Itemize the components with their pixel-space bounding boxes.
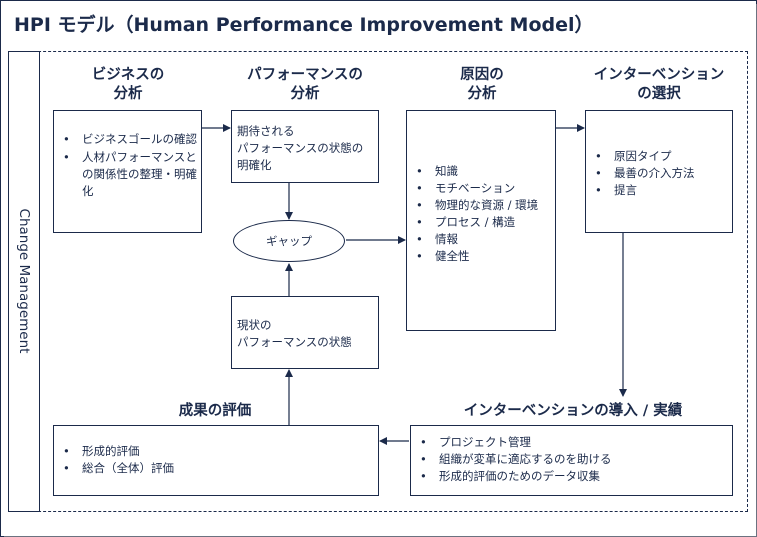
- cause-item: プロセス / 構造: [407, 214, 555, 231]
- implementation-item: 組織が変革に適応するのを助ける: [411, 451, 732, 468]
- intervention-item: 提言: [586, 182, 732, 199]
- cause-item: 物理的な資源 / 環境: [407, 197, 555, 214]
- heading-cause-analysis: 原因の 分析: [460, 67, 504, 102]
- business-analysis-box: ビジネスゴールの確認 人材パフォーマンスとの関係性の整理・明確化: [53, 110, 202, 233]
- implementation-item: 形成的評価のためのデータ収集: [411, 468, 732, 485]
- gap-ellipse: ギャップ: [233, 220, 345, 262]
- heading-implementation: インターベンションの導入 / 実績: [463, 403, 683, 419]
- current-performance-box: 現状の パフォーマンスの状態: [231, 296, 379, 369]
- heading-intervention-selection: インターベンション の選択: [593, 67, 725, 102]
- heading-performance-analysis: パフォーマンスの 分析: [247, 67, 363, 102]
- business-item: ビジネスゴールの確認: [54, 131, 201, 148]
- evaluation-item: 形成的評価: [54, 443, 378, 460]
- cause-item: 知識: [407, 163, 555, 180]
- heading-evaluation: 成果の評価: [178, 403, 252, 419]
- business-item: 人材パフォーマンスとの関係性の整理・明確化: [54, 149, 201, 200]
- cause-item: 情報: [407, 231, 555, 248]
- implementation-item: プロジェクト管理: [411, 434, 732, 451]
- diagram-title: HPI モデル（Human Performance Improvement Mo…: [14, 14, 594, 36]
- change-management-bar: [8, 51, 40, 512]
- evaluation-item: 総合（全体）評価: [54, 460, 378, 477]
- cause-item: モチベーション: [407, 180, 555, 197]
- intervention-item: 最善の介入方法: [586, 165, 732, 182]
- intervention-selection-box: 原因タイプ 最善の介入方法 提言: [585, 110, 733, 233]
- intervention-item: 原因タイプ: [586, 148, 732, 165]
- implementation-box: プロジェクト管理 組織が変革に適応するのを助ける 形成的評価のためのデータ収集: [410, 425, 733, 496]
- evaluation-box: 形成的評価 総合（全体）評価: [53, 425, 379, 496]
- expected-performance-box: 期待される パフォーマンスの状態の 明確化: [231, 110, 379, 183]
- cause-item: 健全性: [407, 248, 555, 265]
- cause-analysis-box: 知識 モチベーション 物理的な資源 / 環境 プロセス / 構造 情報 健全性: [406, 110, 556, 331]
- heading-business-analysis: ビジネスの 分析: [91, 67, 165, 102]
- gap-label: ギャップ: [266, 234, 312, 248]
